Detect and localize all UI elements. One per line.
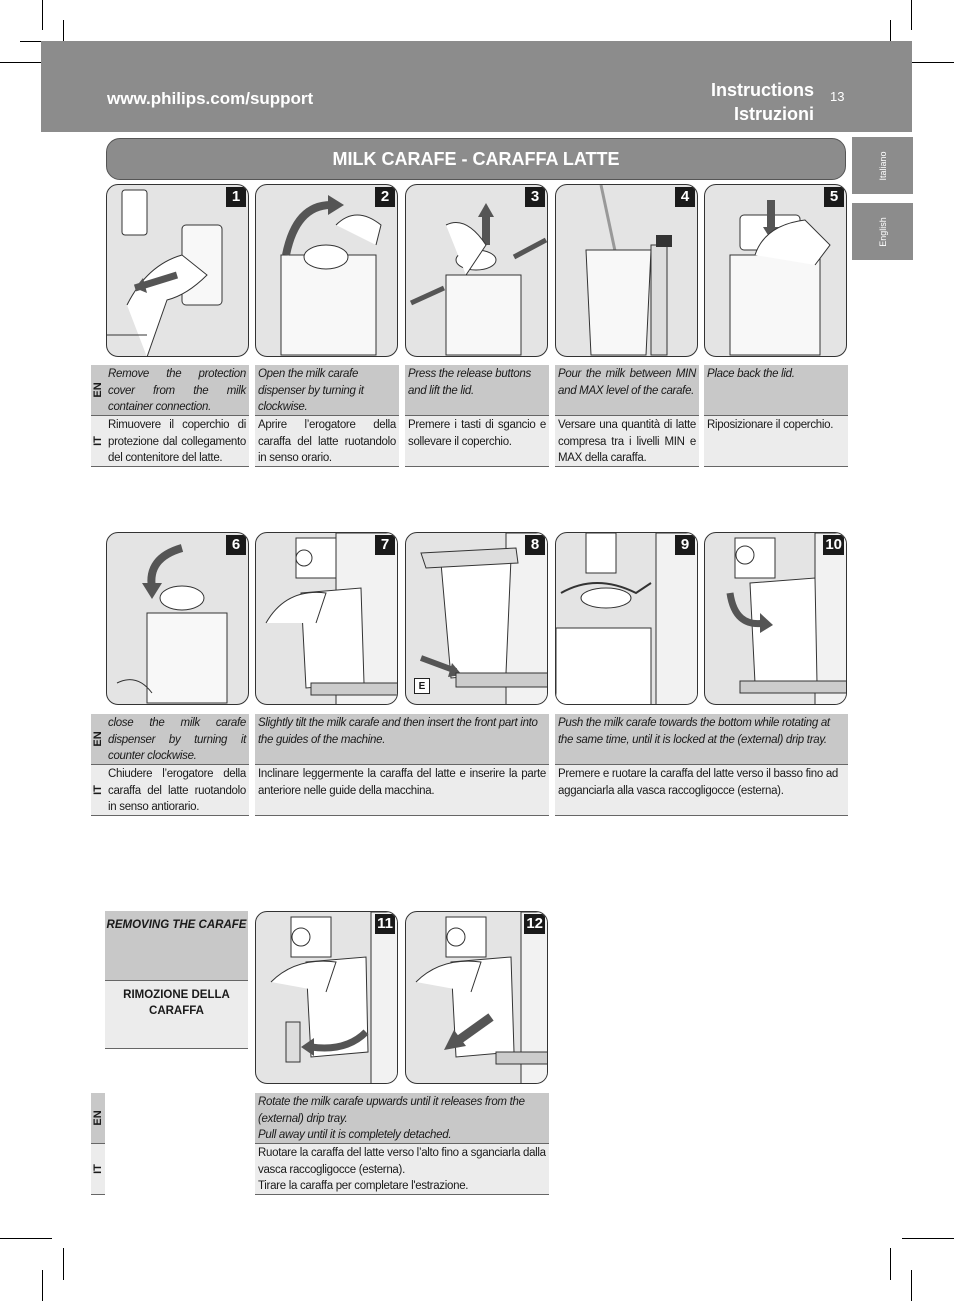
crop-mark: [890, 1248, 891, 1280]
section-banner: MILK CARAFE - CARAFFA LATTE: [106, 138, 846, 180]
step-7-8-text-it: Inclinare leggermente la caraffa del lat…: [255, 765, 549, 816]
step-number: 11: [375, 914, 395, 934]
step-3-text-it: Premere i tasti di sgancio e sollevare i…: [405, 416, 549, 467]
step-3-text-en: Press the release buttons and lift the l…: [405, 365, 549, 416]
side-tab-italiano: Italiano: [852, 137, 913, 194]
side-tab-label: English: [877, 216, 888, 247]
lang-label-it: IT: [91, 1144, 105, 1195]
step-1-illustration: 1: [106, 184, 249, 357]
lang-label-en: EN: [91, 714, 105, 765]
removing-text-en: Rotate the milk carafe upwards until it …: [255, 1093, 549, 1144]
step-4-text-it: Versare una quantità di latte compresa t…: [555, 416, 699, 467]
crop-mark: [0, 1238, 52, 1239]
step-7-illustration: 7: [255, 532, 398, 705]
title-en: Instructions: [710, 80, 814, 100]
crop-mark: [902, 1238, 954, 1239]
removing-it-line-2: Tirare la caraffa per completare l'estra…: [258, 1180, 469, 1192]
removing-title-it: RIMOZIONE DELLA CARAFFA: [105, 981, 248, 1049]
step-number: 8: [525, 535, 545, 555]
step-number: 3: [525, 187, 545, 207]
crop-mark: [890, 20, 891, 52]
step-number: 7: [375, 535, 395, 555]
step-6-text-en: close the milk carafe dispenser by turni…: [105, 714, 249, 765]
title-it: Istruzioni: [734, 104, 814, 124]
step-9-illustration: 9: [555, 532, 698, 705]
page-number: 13: [830, 89, 845, 104]
crop-mark: [42, 0, 43, 30]
crop-mark: [911, 1270, 912, 1301]
step-4-text-en: Pour the milk between MIN and MAX level …: [555, 365, 699, 416]
step-8-illustration: 8 E: [405, 532, 548, 705]
step-number: 10: [823, 535, 844, 555]
step-3-illustration: 3: [405, 184, 548, 357]
step-1-text-en: Remove the protection cover from the mil…: [105, 365, 249, 416]
step-number: 6: [226, 535, 246, 555]
step-number: 2: [375, 187, 395, 207]
lang-label-it: IT: [91, 416, 105, 467]
step-6-text-it: Chiudere l’erogatore della caraffa del l…: [105, 765, 249, 816]
support-url[interactable]: www.philips.com/support: [107, 89, 314, 108]
removing-title-en: REMOVING THE CARAFE: [105, 911, 248, 981]
crop-mark: [20, 41, 50, 42]
removing-en-line-2: Pull away until it is completely detache…: [258, 1129, 452, 1141]
removing-en-line-1: Rotate the milk carafe upwards until it …: [258, 1096, 525, 1125]
lang-label-it: IT: [91, 765, 105, 816]
crop-mark: [911, 0, 912, 30]
page-header: www.philips.com/support Instructions Ist…: [41, 41, 912, 132]
step-1-text-it: Rimuovere il coperchio di protezione dal…: [105, 416, 249, 467]
lang-label-en: EN: [91, 1093, 105, 1144]
removing-text-it: Ruotare la caraffa del latte verso l’alt…: [255, 1144, 549, 1195]
step-12-illustration: 12: [405, 911, 548, 1084]
step-5-text-it: Riposizionare il coperchio.: [704, 416, 848, 467]
crop-mark: [902, 62, 954, 63]
step-7-8-text-en: Slightly tilt the milk carafe and then i…: [255, 714, 549, 765]
side-tab-english: English: [852, 203, 913, 260]
lang-label-en: EN: [91, 365, 105, 416]
step-2-text-en: Open the milk carafe dispenser by turnin…: [255, 365, 399, 416]
step-5-illustration: 5: [704, 184, 847, 357]
removing-it-line-1: Ruotare la caraffa del latte verso l’alt…: [258, 1147, 546, 1176]
step-2-text-it: Aprire l’erogatore della caraffa del lat…: [255, 416, 399, 467]
header-titles: Instructions Istruzioni: [711, 78, 814, 126]
drip-tray-label: E: [414, 678, 430, 694]
step-2-illustration: 2: [255, 184, 398, 357]
step-4-illustration: 4: [555, 184, 698, 357]
step-number: 4: [675, 187, 695, 207]
side-tab-label: Italiano: [877, 150, 888, 181]
crop-mark: [63, 20, 64, 52]
step-number: 5: [824, 187, 844, 207]
crop-mark: [63, 1248, 64, 1280]
step-number: 9: [675, 535, 695, 555]
step-number: 1: [226, 187, 246, 207]
step-9-10-text-en: Push the milk carafe towards the bottom …: [555, 714, 848, 765]
crop-mark: [42, 1270, 43, 1301]
step-10-illustration: 10: [704, 532, 847, 705]
step-9-10-text-it: Premere e ruotare la caraffa del latte v…: [555, 765, 848, 816]
step-number: 12: [524, 914, 545, 934]
step-11-illustration: 11: [255, 911, 398, 1084]
step-5-text-en: Place back the lid.: [704, 365, 848, 416]
step-6-illustration: 6: [106, 532, 249, 705]
crop-mark: [0, 62, 52, 63]
